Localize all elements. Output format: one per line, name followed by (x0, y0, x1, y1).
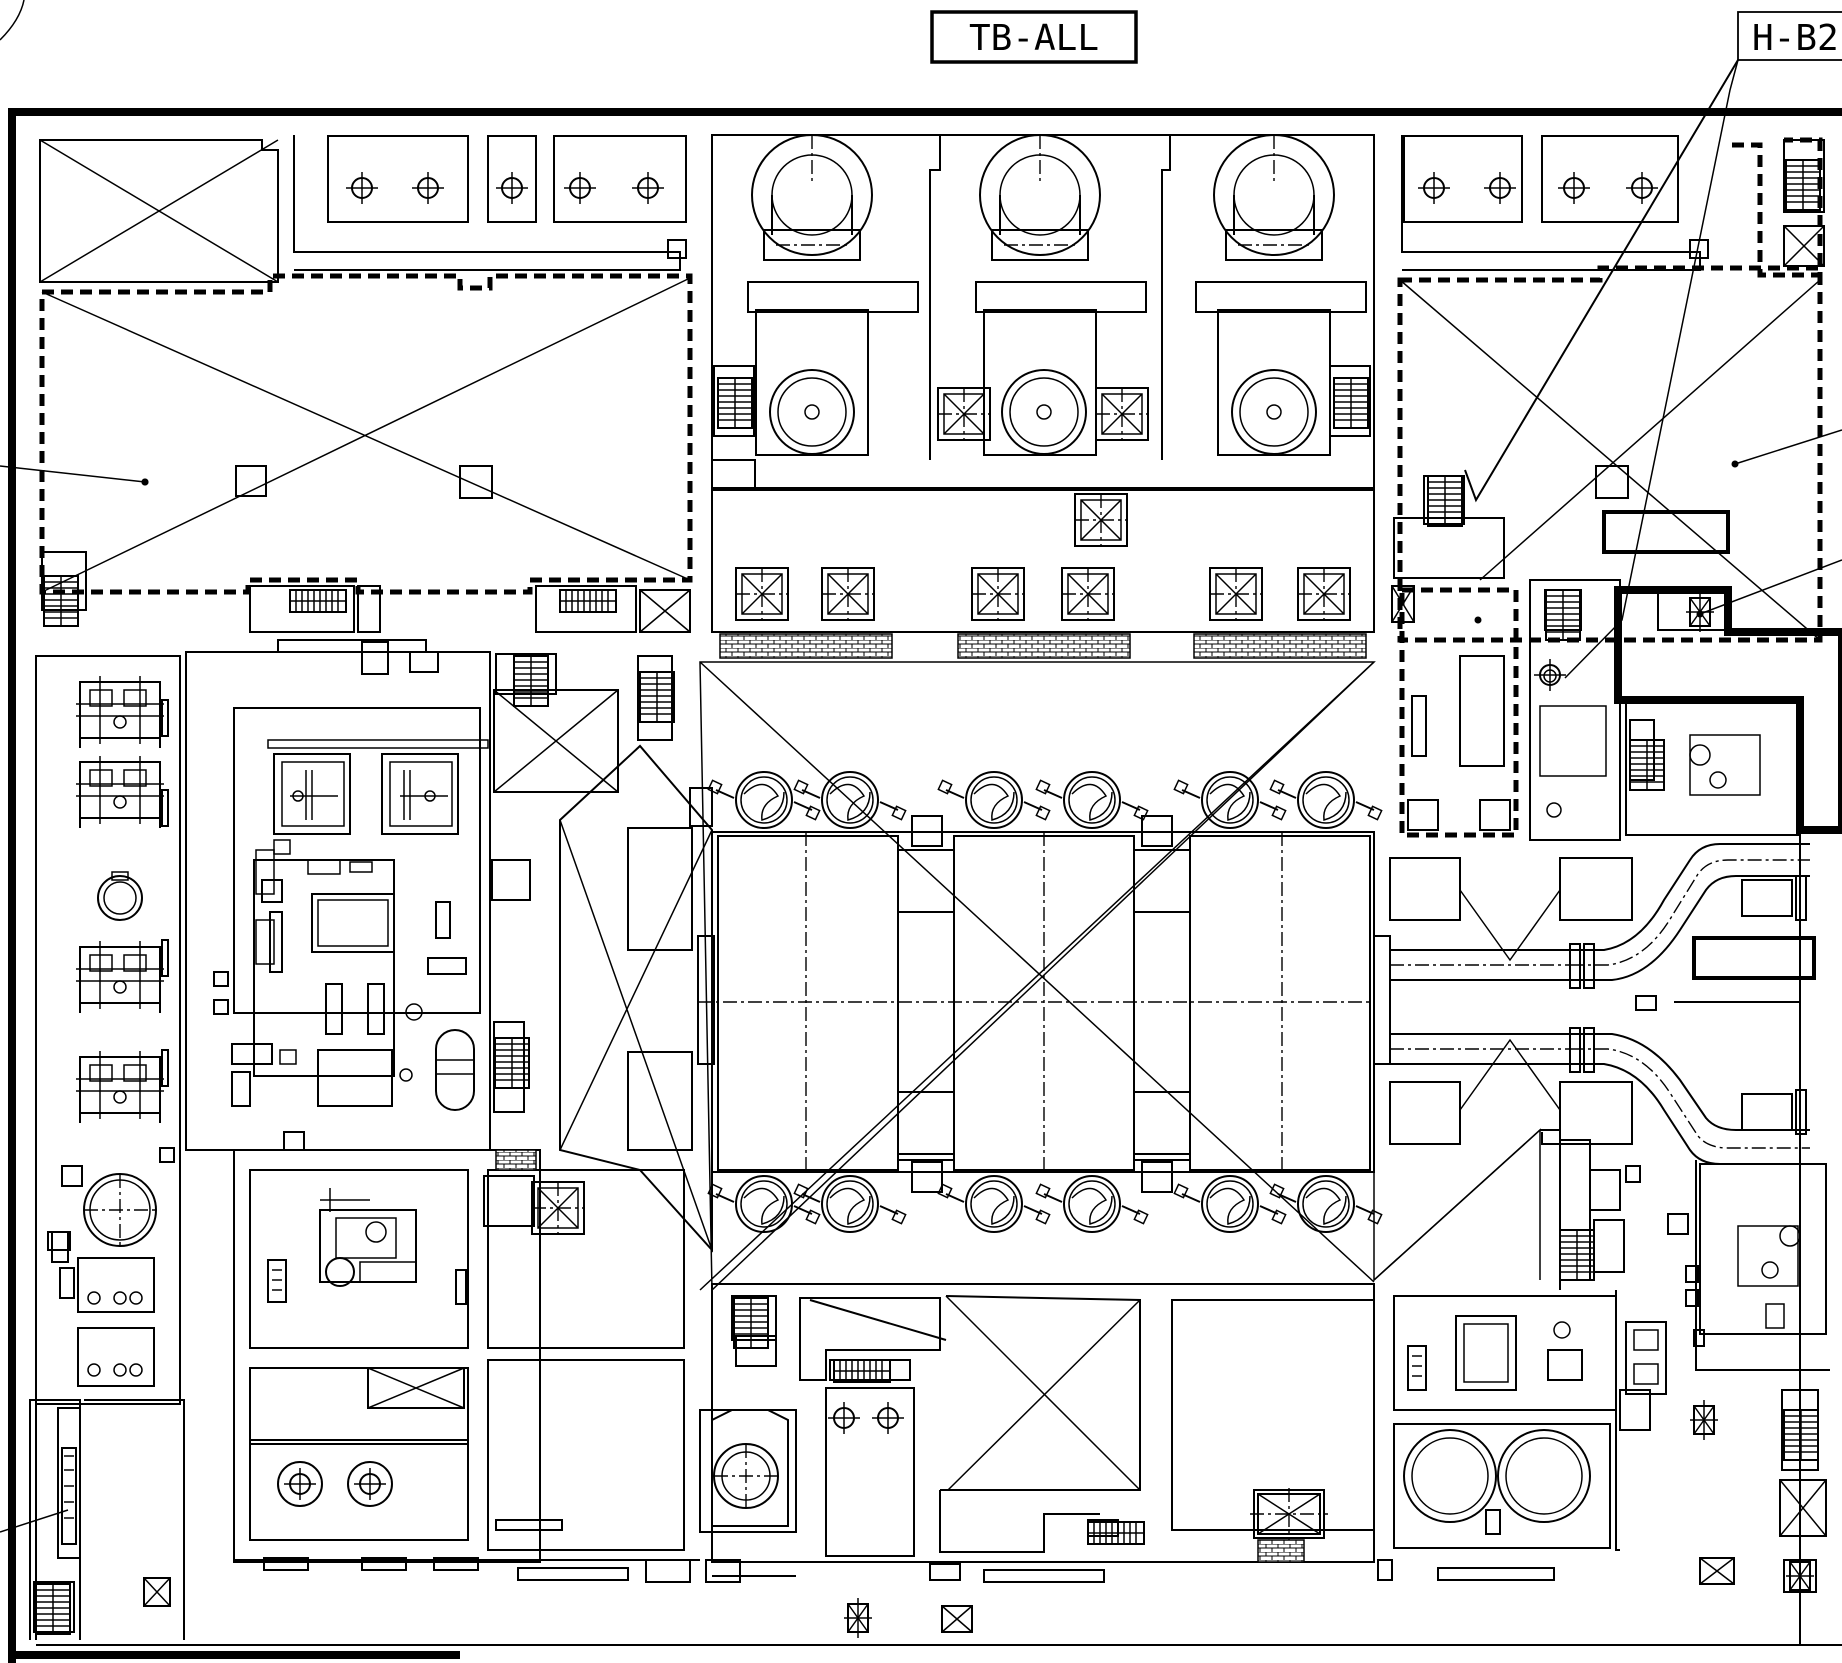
right-pipe-area (1389, 843, 1816, 1165)
process-tanks (697, 771, 1391, 1233)
main-tag-box: TB-ALL (930, 10, 1138, 64)
left-equipment-column (33, 655, 185, 1640)
side-tag-label: H-B2F (1752, 18, 1842, 59)
top-right-rooms (1391, 135, 1842, 841)
central-crossing (493, 655, 1376, 1292)
lower-right-rooms (1373, 1128, 1830, 1597)
main-tag-label: TB-ALL (969, 18, 1099, 59)
building-outline (8, 108, 1842, 1663)
lower-left-rooms (233, 1131, 973, 1639)
top-left-rooms (39, 135, 693, 633)
side-tag-box: H-B2F (1737, 11, 1842, 61)
top-blower-hall (711, 134, 1375, 659)
lower-centre-rooms (699, 1283, 1555, 1583)
left-centre-rooms (185, 639, 557, 1151)
